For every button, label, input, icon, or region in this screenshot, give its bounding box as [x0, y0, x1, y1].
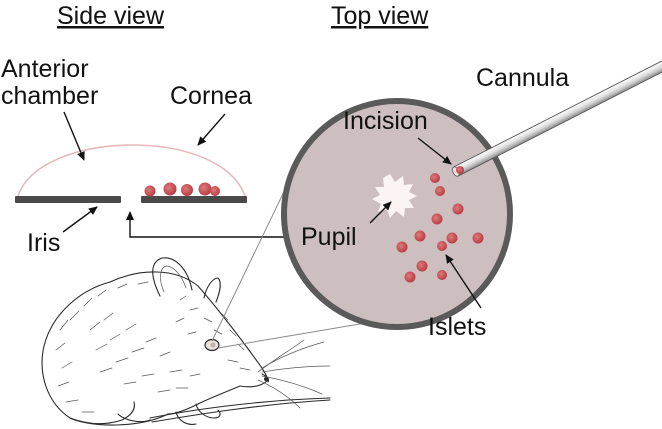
side-view-heading: Side view [57, 2, 165, 30]
iris-label: Iris [27, 229, 60, 257]
islet [446, 232, 458, 244]
islets-label: Islets [428, 313, 486, 341]
incision-islet [456, 166, 464, 174]
islet [144, 185, 156, 197]
cannula-needle-icon [451, 60, 662, 177]
islet [431, 213, 443, 225]
zoom-line-upper [211, 174, 293, 342]
islet [416, 260, 428, 272]
islet [437, 241, 447, 251]
incision-label: Incision [343, 107, 428, 135]
cornea-label: Cornea [170, 82, 252, 110]
pupil-arrow [369, 201, 392, 224]
islets-arrow [445, 254, 482, 309]
islet [198, 182, 212, 196]
chamber-label: chamber [1, 82, 98, 110]
mouse-sketch-icon [41, 257, 331, 426]
islet [437, 270, 447, 280]
incision-arrow [417, 137, 452, 165]
top-view-panel: Cannula Incision Pupil Islets [281, 60, 662, 341]
cannula-label: Cannula [476, 64, 569, 92]
cornea-arc [17, 144, 246, 197]
top-view-islets [396, 173, 484, 283]
islet [452, 203, 464, 215]
islet [181, 184, 193, 196]
islet [430, 173, 440, 183]
eye-top-view-disc [281, 98, 513, 330]
iris-arrow [62, 206, 98, 233]
islet [435, 186, 445, 196]
side-view-panel: Anterior chamber Cornea Iris [1, 55, 297, 257]
anterior-chamber-arrow [63, 111, 85, 161]
pupil-side-connector [126, 211, 297, 238]
cornea-arrow [197, 113, 226, 146]
islet [396, 241, 408, 253]
top-view-heading: Top view [331, 2, 429, 30]
islet [404, 271, 416, 283]
islet [472, 232, 484, 244]
iris-bar-left [15, 196, 121, 203]
pupil-label: Pupil [301, 223, 357, 251]
anterior-label: Anterior [1, 55, 89, 83]
islet [414, 230, 426, 242]
side-view-islets [144, 182, 220, 197]
islet [163, 182, 177, 196]
iris-bar-right [141, 196, 247, 203]
islet [210, 186, 220, 196]
